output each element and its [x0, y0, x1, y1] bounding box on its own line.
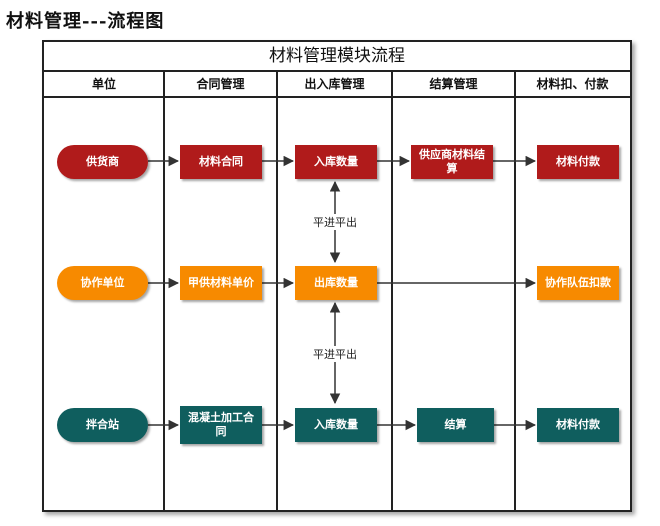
lane-header-unit: 单位 — [44, 72, 164, 98]
node-concrete-processing-contract: 混凝土加工合同 — [180, 406, 262, 444]
lane-header-payment: 材料扣、付款 — [515, 72, 630, 98]
lane-divider — [276, 72, 278, 510]
edge-label-balance-upper: 平进平出 — [312, 214, 358, 230]
page-heading: 材料管理---流程图 — [6, 11, 165, 32]
node-partner-team-deduction: 协作队伍扣款 — [537, 266, 619, 300]
node-owner-supplied-unit-price: 甲供材料单价 — [180, 266, 262, 300]
lane-header-settlement: 结算管理 — [392, 72, 515, 98]
node-material-contract: 材料合同 — [180, 145, 262, 179]
node-partner-unit: 协作单位 — [57, 266, 148, 300]
node-stock-in-quantity: 入库数量 — [295, 408, 377, 442]
diagram-title: 材料管理模块流程 — [44, 42, 630, 72]
lane-header-contract: 合同管理 — [164, 72, 277, 98]
node-material-payment: 材料付款 — [537, 145, 619, 179]
node-supplier-settlement: 供应商材料结算 — [411, 145, 493, 179]
node-material-payment: 材料付款 — [537, 408, 619, 442]
node-mixing-plant: 拌合站 — [57, 408, 148, 442]
lane-divider — [163, 72, 165, 510]
node-stock-in-quantity: 入库数量 — [295, 145, 377, 179]
edge-label-balance-lower: 平进平出 — [312, 346, 358, 362]
node-stock-out-quantity: 出库数量 — [295, 266, 377, 300]
lane-header-stock: 出入库管理 — [277, 72, 392, 98]
lane-divider — [391, 72, 393, 510]
lane-divider — [514, 72, 516, 510]
node-supplier: 供货商 — [57, 145, 148, 179]
node-settlement: 结算 — [417, 408, 494, 442]
